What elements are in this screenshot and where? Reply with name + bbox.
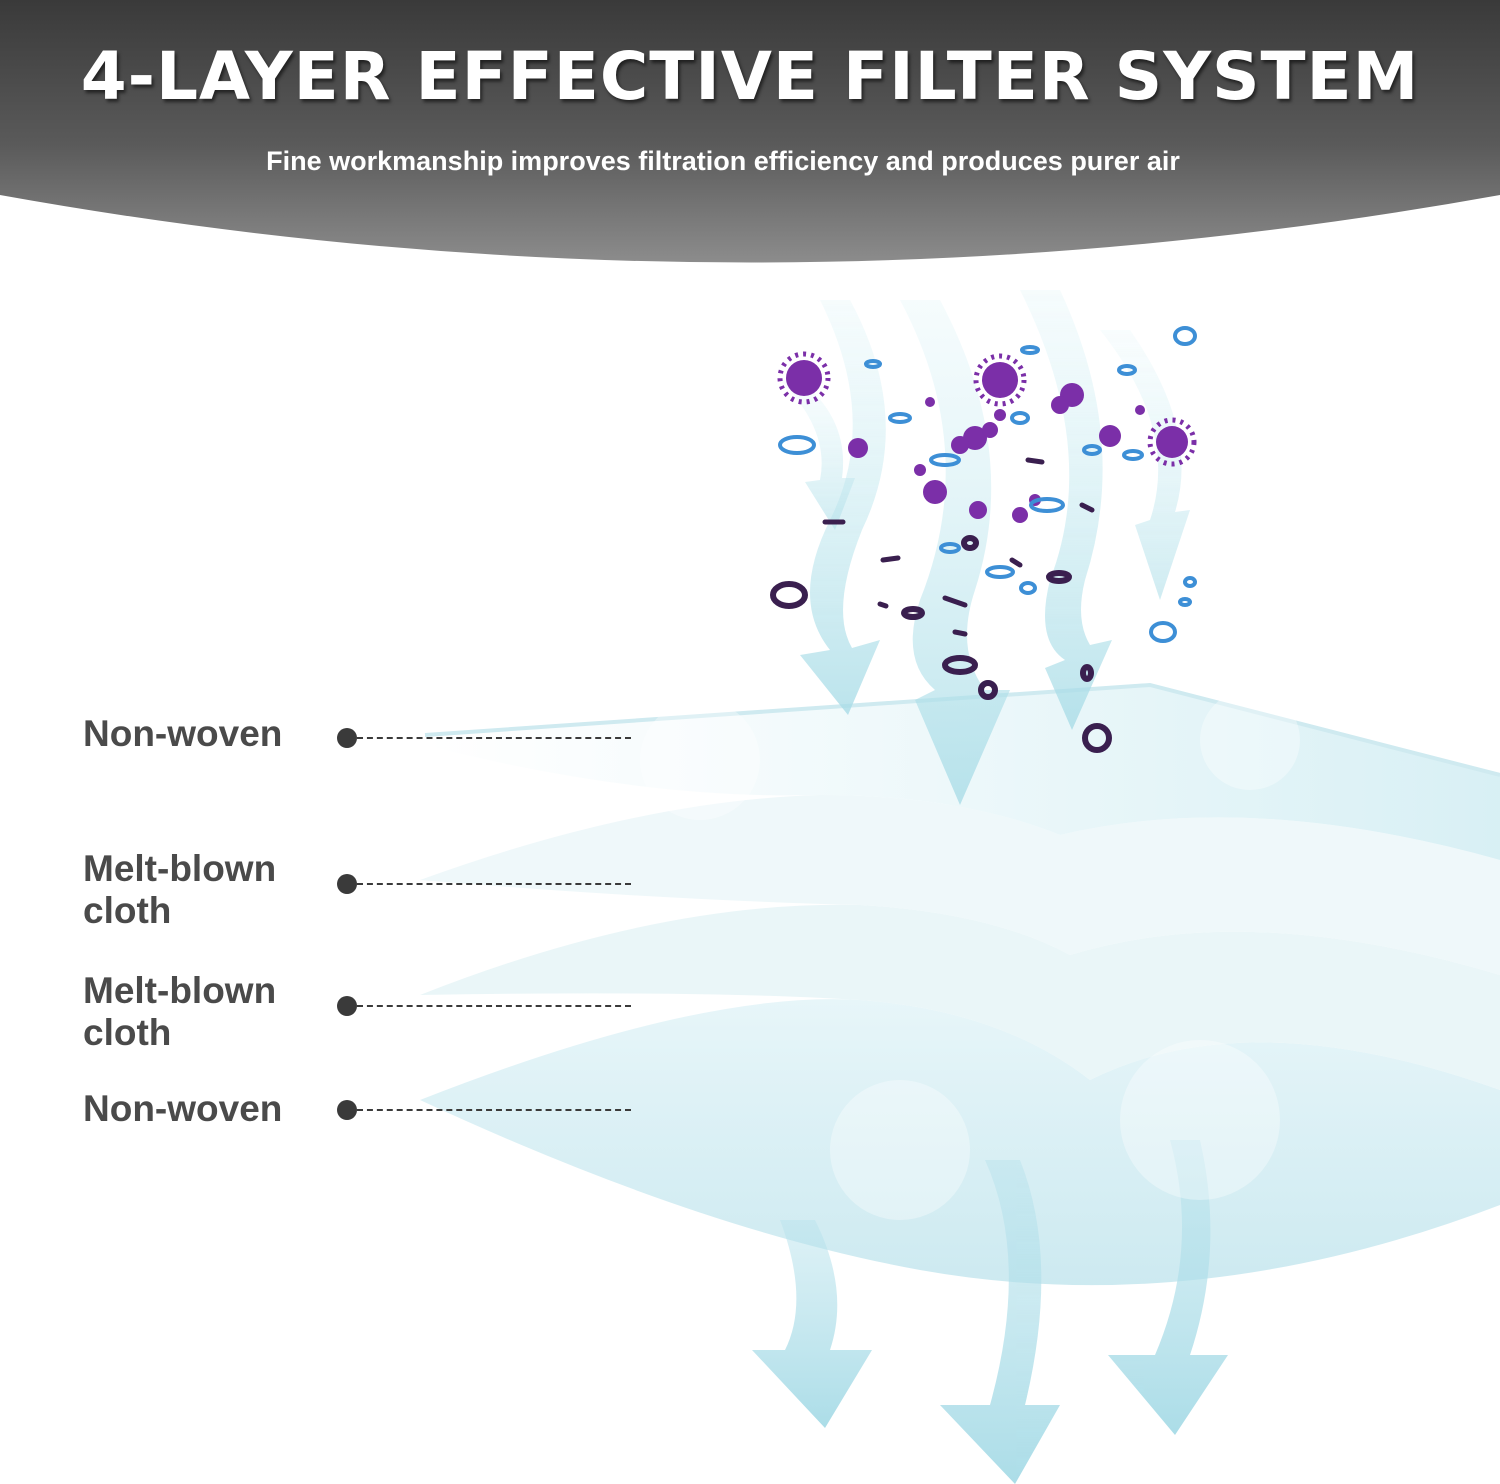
leader-dash (357, 737, 631, 739)
virus-particles (777, 351, 1197, 523)
layer-label-1: Non-woven (83, 713, 283, 754)
leader-dot (337, 874, 357, 894)
leader-dash (357, 1005, 631, 1007)
leader-dot (337, 1100, 357, 1120)
leader-dash (357, 883, 631, 885)
leader-dot (337, 728, 357, 748)
bacteria-particles (778, 326, 1197, 643)
leader-dash (357, 1109, 631, 1111)
header-banner: 4-LAYER EFFECTIVE FILTER SYSTEM Fine wor… (0, 0, 1500, 275)
outgoing-airflow-arrows (752, 1140, 1228, 1484)
layer-1-leader-line (337, 728, 637, 748)
layer-3-sheet (420, 904, 1500, 1090)
header-background (0, 0, 1500, 263)
page-subtitle: Fine workmanship improves filtration eff… (266, 146, 1180, 176)
layer-label-2: Melt-blown cloth (83, 848, 277, 931)
layer-4-leader-line (337, 1100, 637, 1120)
layer-2-leader-line (337, 874, 637, 894)
sheet-texture (640, 690, 1300, 1220)
layer-label-3: Melt-blown cloth (83, 970, 277, 1053)
page-title: 4-LAYER EFFECTIVE FILTER SYSTEM (80, 38, 1420, 115)
layer-3-leader-line (337, 996, 637, 1016)
debris-marks (822, 457, 1095, 637)
layer-4-sheet (420, 999, 1500, 1286)
dust-particles (770, 535, 1112, 753)
leader-dot (337, 996, 357, 1016)
layer-label-4: Non-woven (83, 1088, 283, 1129)
layer-2-sheet (420, 795, 1500, 975)
